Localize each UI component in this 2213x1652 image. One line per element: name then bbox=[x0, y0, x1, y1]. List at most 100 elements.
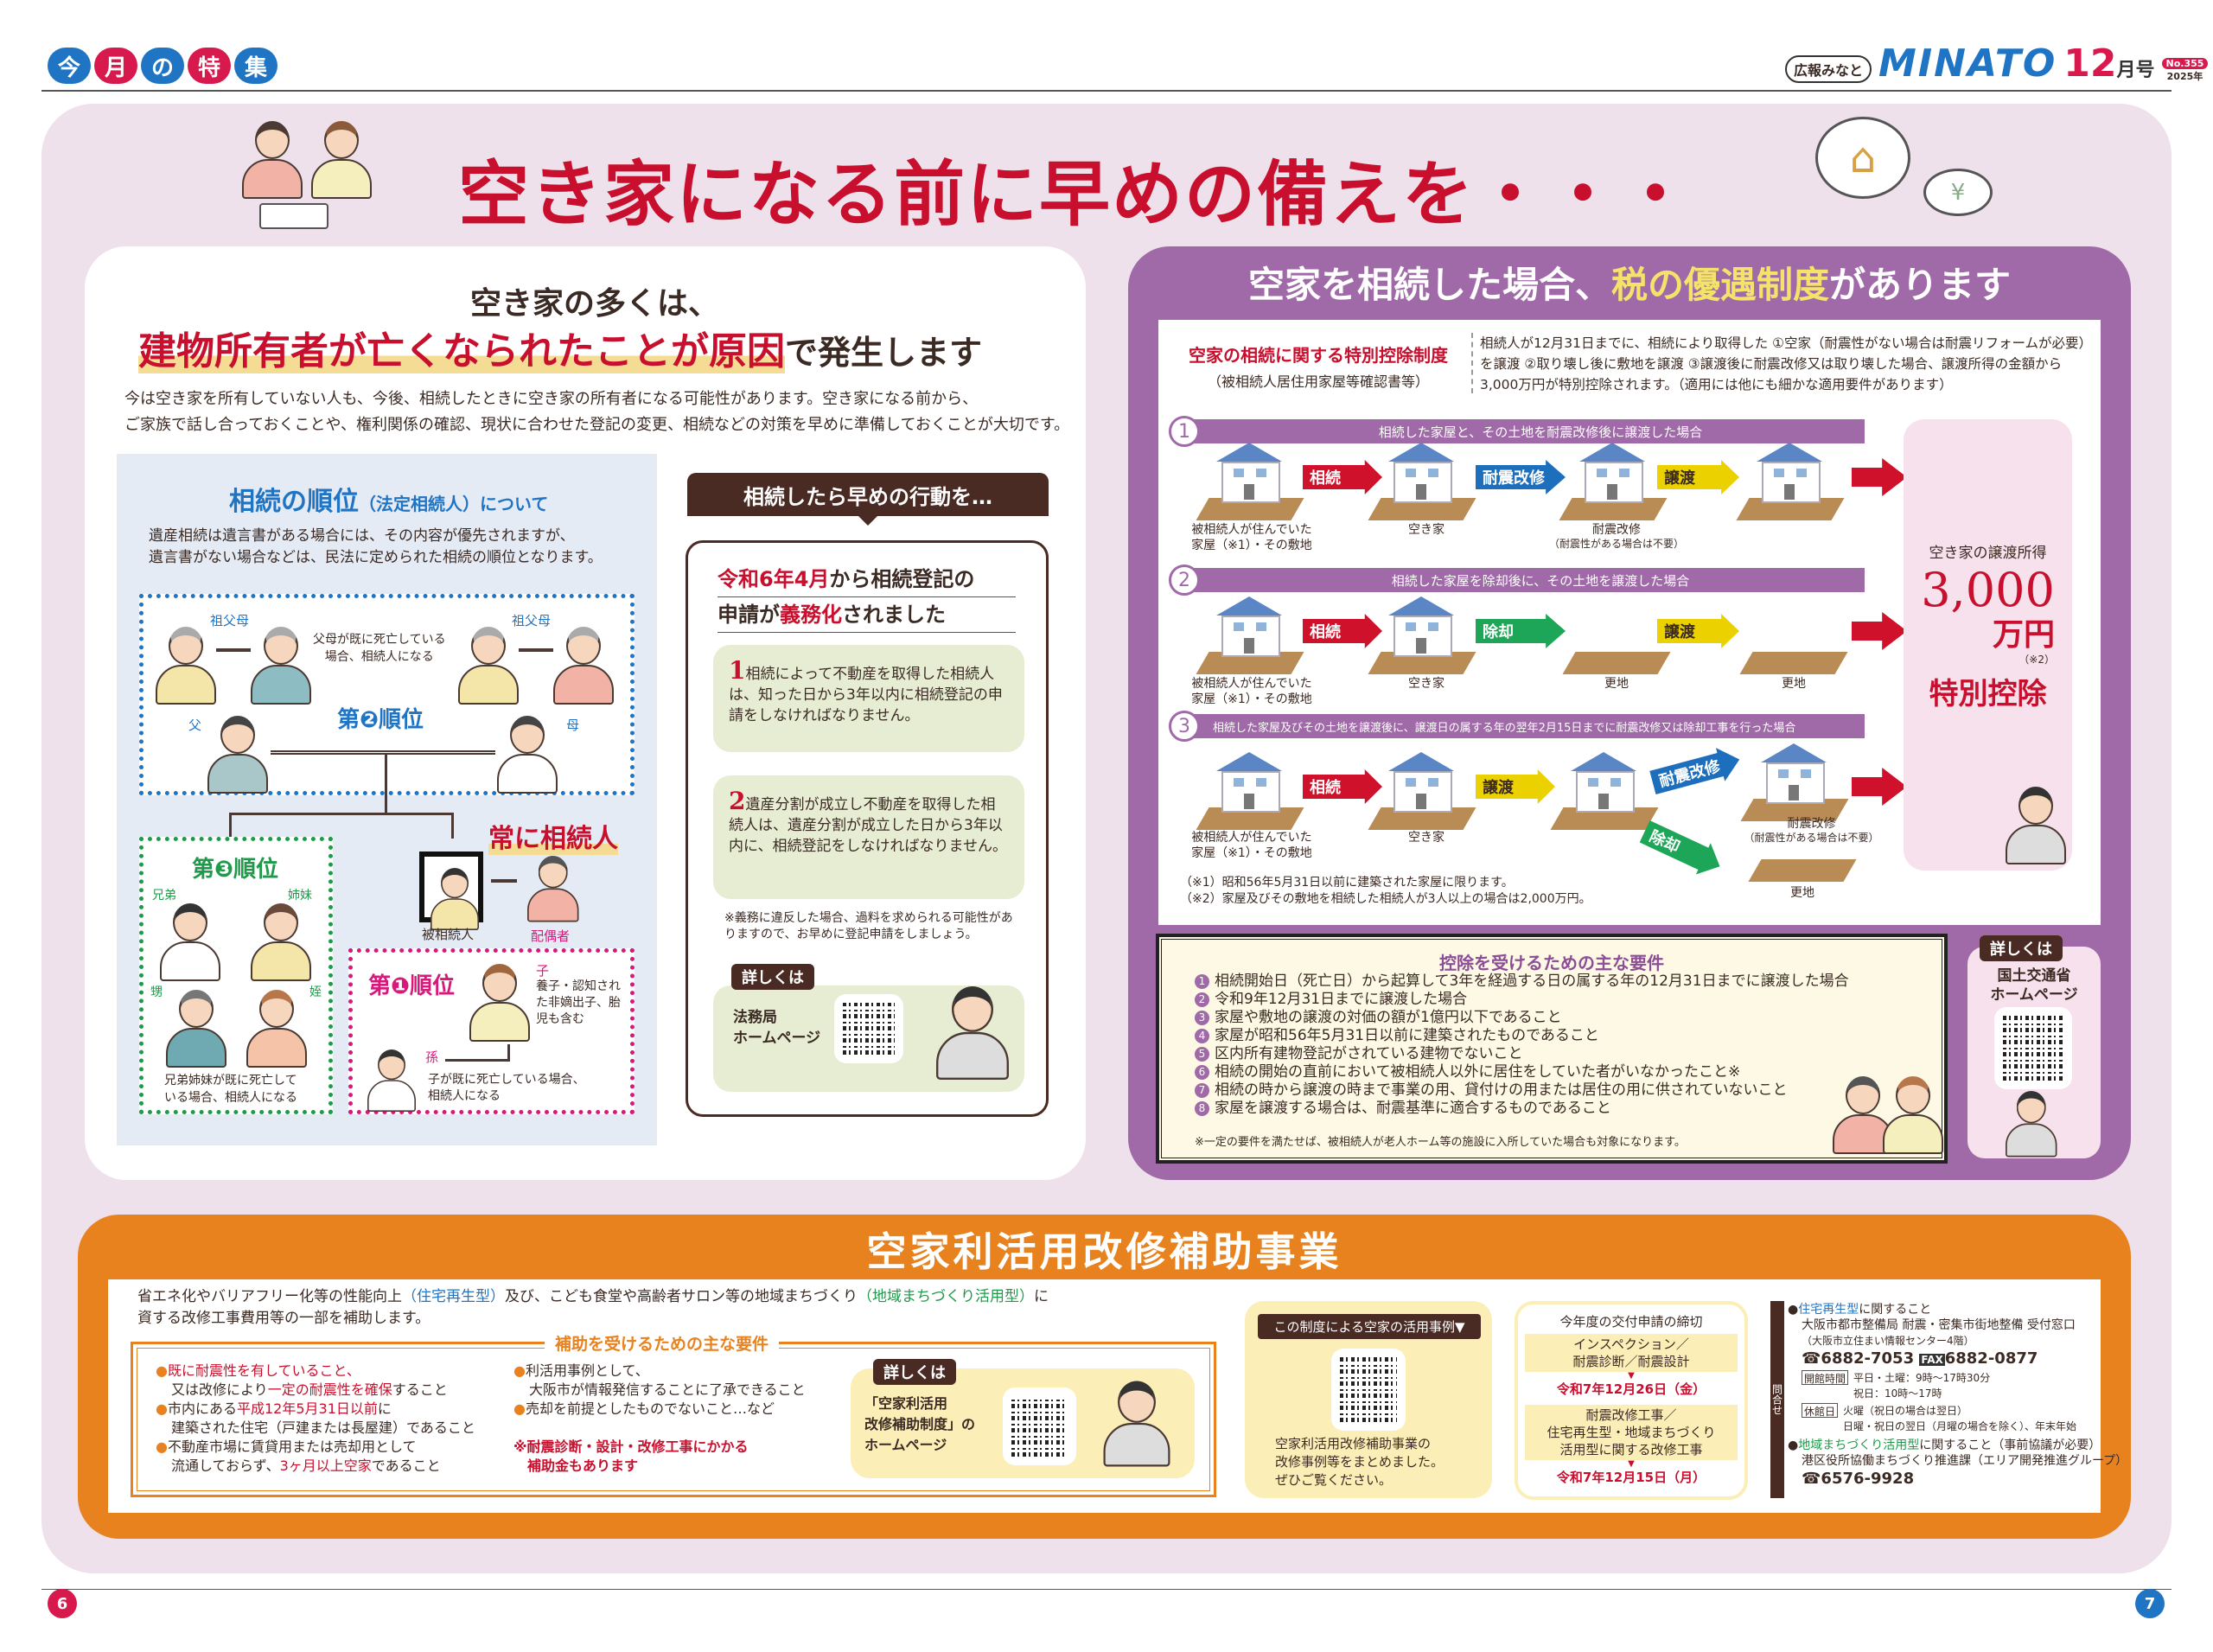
item-text: 家屋を譲渡する場合は、耐震基準に適合するものであること bbox=[1215, 1100, 1611, 1117]
guide-illustration bbox=[936, 986, 1009, 1080]
contact-type: 地域まちづくり活用型 bbox=[1798, 1438, 1920, 1452]
niece-illustration bbox=[246, 990, 307, 1068]
requirements-title: 控除を受けるための主な要件 bbox=[1439, 953, 1664, 973]
laptop-icon bbox=[259, 203, 328, 229]
publication-pill: 広報みなと bbox=[1785, 55, 1872, 83]
marriage-line bbox=[519, 648, 553, 652]
step-label: 更地 bbox=[1790, 886, 1814, 900]
result-unit: 万円 bbox=[1992, 617, 2055, 653]
mother-label: 母 bbox=[566, 718, 580, 733]
action-header: 相続したら早めの行動を… bbox=[687, 473, 1049, 516]
closed-line: 火曜（祝日の場合は翌日） bbox=[1843, 1405, 1968, 1417]
req-text: 又は改修により bbox=[171, 1381, 268, 1398]
hours-tag: 開館時間 bbox=[1802, 1370, 1849, 1385]
always-heir-label: 常に相続人 bbox=[488, 817, 618, 855]
deceased-label: 被相続人 bbox=[422, 927, 475, 942]
mlit-qr-code[interactable] bbox=[1994, 1007, 2072, 1089]
spouse-illustration bbox=[527, 856, 579, 922]
closed-tag: 休館日 bbox=[1802, 1403, 1839, 1418]
siblings-note: 兄弟姉妹が既に死亡して いる場合、相続人になる bbox=[164, 1072, 297, 1107]
label-line: （耐震性がある場合は不要） bbox=[1744, 832, 1879, 845]
label-line: （耐震性がある場合は不要） bbox=[1548, 538, 1684, 551]
tab-char: 集 bbox=[234, 48, 277, 84]
step-label: 被相続人が住んでいた家屋（※1）・その敷地 bbox=[1183, 676, 1321, 707]
women-illustration bbox=[1833, 1076, 1893, 1154]
house-illustration bbox=[1368, 443, 1476, 529]
system-subtitle: （被相続人居住用家屋等確認書等） bbox=[1207, 373, 1429, 390]
demolish-arrow: 除却 bbox=[1476, 614, 1566, 648]
rank1-label: 第❶順位 bbox=[368, 973, 456, 999]
tab-char: の bbox=[141, 48, 184, 84]
parents-line bbox=[271, 750, 495, 755]
req-text: であること bbox=[371, 1457, 441, 1474]
mother-illustration bbox=[497, 716, 558, 794]
obligation-item-2: 2遺産分割が成立し不動産を取得した相続人は、遺産分割が成立した日から3年以内に、… bbox=[713, 775, 1024, 899]
item-badge: 8 bbox=[1195, 1101, 1209, 1116]
details-line: ホームページ bbox=[733, 1030, 821, 1047]
house-illustration bbox=[1550, 752, 1659, 839]
retrofit-arrow: 耐震改修 bbox=[1476, 460, 1566, 494]
house-illustration bbox=[1368, 752, 1476, 839]
contact-type: 住宅再生型 bbox=[1798, 1303, 1859, 1317]
case-examples-qr-code[interactable] bbox=[1331, 1349, 1406, 1431]
obligation-item-1: 1相続によって不動産を取得した相続人は、知った日から3年以内に相続登記の申請をし… bbox=[713, 645, 1024, 752]
intro-line: 省エネ化やバリアフリー化等の性能向上（住宅再生型）及び、こども食堂や高齢者サロン… bbox=[137, 1286, 1049, 1308]
step-label: 更地 bbox=[1782, 677, 1806, 691]
order-text-line: 遺産相続は遺言書がある場合には、その内容が優先されますが、 bbox=[149, 527, 575, 545]
details-tag: 詳しくは bbox=[1980, 935, 2063, 961]
obligation-note: ※義務に違反した場合、過料を求められる可能性がありますので、お早めに登記申請をし… bbox=[724, 911, 1013, 941]
spouse-label: 配偶者 bbox=[531, 928, 571, 944]
order-title: 相続の順位（法定相続人）について bbox=[229, 480, 548, 518]
inherit-arrow: 相続 bbox=[1303, 614, 1382, 648]
issue-suffix: 月号 bbox=[2116, 60, 2155, 81]
deadline-type: 耐震改修工事／住宅再生型・地域まちづくり活用型に関する改修工事 bbox=[1525, 1405, 1738, 1460]
order-text-line: 遺言書がない場合などは、民法に定められた相続の順位となります。 bbox=[149, 549, 603, 566]
req-item: 大阪市が情報発信することに了承できること bbox=[529, 1381, 806, 1398]
heading-highlight: 令和6年4月 bbox=[717, 567, 830, 591]
guide-illustration bbox=[1103, 1381, 1170, 1467]
note-line: （※1）昭和56年5月31日以前に建築された家屋に限ります。 bbox=[1180, 876, 1514, 890]
note-line: 子が既に死亡している場合、 bbox=[428, 1073, 585, 1087]
step-label: 空き家 bbox=[1408, 831, 1445, 845]
req-item: 流通しておらず、3ヶ月以上空家であること bbox=[156, 1457, 475, 1476]
nephew-label: 甥 bbox=[150, 985, 163, 999]
child-illustration bbox=[469, 964, 530, 1042]
contact-heading: ●住宅再生型に関すること bbox=[1788, 1303, 1932, 1317]
issue-month-number: 12 bbox=[2063, 41, 2117, 86]
subsidy-qr-code[interactable] bbox=[1003, 1387, 1076, 1465]
tax-notes: （※1）昭和56年5月31日以前に建築された家屋に限ります。 （※2）家屋及びそ… bbox=[1180, 875, 1591, 908]
system-title: 空家の相続に関する特別控除制度 bbox=[1189, 345, 1448, 366]
grandparents-label: 祖父母 bbox=[210, 613, 250, 628]
details-line: 国土交通省 bbox=[1997, 967, 2071, 985]
case-number: 3 bbox=[1169, 711, 1200, 742]
case-number: 1 bbox=[1169, 416, 1200, 447]
text-line: 住宅再生型・地域まちづくり bbox=[1547, 1425, 1716, 1440]
note-line: 父母が既に死亡している bbox=[313, 633, 446, 647]
down-triangle-icon: ▼ bbox=[1628, 1459, 1635, 1469]
details-tag: 詳しくは bbox=[731, 964, 814, 990]
label-line: 耐震改修 bbox=[1787, 817, 1836, 831]
req-text: に bbox=[377, 1400, 392, 1417]
note-line: た非嫡出子、胎 bbox=[536, 996, 621, 1010]
result-deduction: 特別控除 bbox=[1929, 677, 2047, 711]
presenter-illustration bbox=[2006, 787, 2066, 864]
item-text: 家屋が昭和56年5月31日以前に建築されたものであること bbox=[1215, 1027, 1599, 1044]
women-illustration bbox=[1883, 1076, 1943, 1154]
tax-title-a: 空家を相続した場合、 bbox=[1247, 264, 1611, 306]
item-badge: 7 bbox=[1195, 1083, 1209, 1098]
req-text: 市内にある bbox=[167, 1400, 237, 1417]
item-text: 区内所有建物登記がされている建物でないこと bbox=[1215, 1045, 1523, 1062]
order-title-sub: （法定相続人）について bbox=[359, 494, 549, 514]
closed-line: 日曜・祝日の翌日（月曜の場合を除く）、年末年始 bbox=[1843, 1420, 2077, 1432]
note-line: （※2）家屋及びその敷地を相続した相続人が3人以上の場合は2,000万円。 bbox=[1180, 892, 1591, 906]
legal-affairs-qr-code[interactable] bbox=[834, 994, 903, 1063]
guide-illustration bbox=[2006, 1091, 2057, 1158]
tree-line bbox=[445, 1044, 510, 1062]
step-label: 耐震改修（耐震性がある場合は不要） bbox=[1543, 522, 1690, 552]
action-heading: 令和6年4月から相続登記の 申請が義務化されました bbox=[717, 562, 1016, 633]
intro-text: 省エネ化やバリアフリー化等の性能向上 bbox=[137, 1288, 402, 1305]
text-line: インスペクション／ bbox=[1573, 1336, 1689, 1352]
house-illustration bbox=[1740, 743, 1849, 830]
